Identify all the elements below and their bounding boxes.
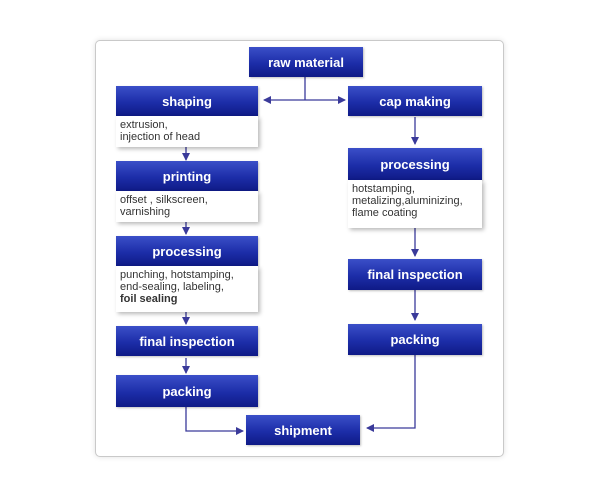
processing-left-box: processing <box>116 236 258 266</box>
raw-material-box: raw material <box>249 47 363 77</box>
processing-left-details: punching, hotstamping, end-sealing, labe… <box>116 266 258 312</box>
printing-details: offset , silkscreen, varnishing <box>116 191 258 222</box>
printing-detail-line: varnishing <box>120 206 171 218</box>
printing-detail-line: offset , silkscreen, <box>120 194 208 206</box>
processing-left-detail-line: foil sealing <box>120 293 178 305</box>
processing-left-detail-line: end-sealing, labeling, <box>120 281 224 293</box>
processing-right-detail-line: flame coating <box>352 207 418 219</box>
packing-right-box: packing <box>348 324 482 355</box>
arrow-packing-shipment-left <box>185 407 244 435</box>
processing-right-box: processing <box>348 148 482 180</box>
shaping-box: shaping <box>116 86 258 116</box>
processing-right-detail-line: metalizing,aluminizing, <box>352 195 463 207</box>
shipment-box: shipment <box>246 415 360 445</box>
shaping-detail-line: extrusion, <box>120 119 168 131</box>
shaping-details: extrusion, injection of head <box>116 116 258 147</box>
cap-making-box: cap making <box>348 86 482 116</box>
printing-box: printing <box>116 161 258 191</box>
final-inspection-left-box: final inspection <box>116 326 258 356</box>
final-inspection-right-box: final inspection <box>348 259 482 290</box>
processing-left-detail-line: punching, hotstamping, <box>120 269 234 281</box>
processing-right-details: hotstamping, metalizing,aluminizing, fla… <box>348 180 482 228</box>
arrow-packing-shipment-right <box>366 355 416 432</box>
processing-right-detail-line: hotstamping, <box>352 183 415 195</box>
packing-left-box: packing <box>116 375 258 407</box>
shaping-detail-line: injection of head <box>120 131 201 143</box>
